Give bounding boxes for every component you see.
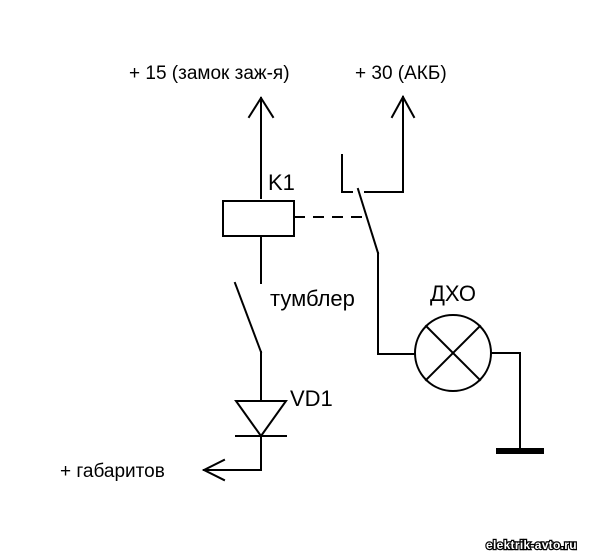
relay-label: K1 — [268, 170, 295, 195]
diode-label: VD1 — [290, 386, 333, 411]
lamp-label: ДХО — [430, 281, 476, 306]
ground-symbol — [496, 448, 544, 454]
switch-label: тумблер — [270, 286, 355, 311]
relay-moving-contact — [356, 187, 380, 255]
plus15-label: + 15 (замок заж-я) — [129, 63, 290, 84]
relay-fixed-contact — [341, 154, 353, 193]
toggle-switch — [233, 281, 263, 402]
plus30-label: + 30 (АКБ) — [355, 63, 447, 84]
plus15-wire — [247, 96, 275, 199]
lamp-dho — [414, 314, 492, 392]
watermark: elektrik-avto.ru — [486, 538, 577, 552]
relay-coil — [222, 200, 295, 237]
parking-label: + габаритов — [60, 461, 165, 482]
lamp-ground-wire — [490, 352, 521, 452]
parking-lights-wire — [201, 458, 262, 482]
diode-vd1 — [234, 400, 288, 471]
relay-to-lamp-wire — [377, 252, 416, 355]
plus30-wire — [364, 94, 416, 193]
